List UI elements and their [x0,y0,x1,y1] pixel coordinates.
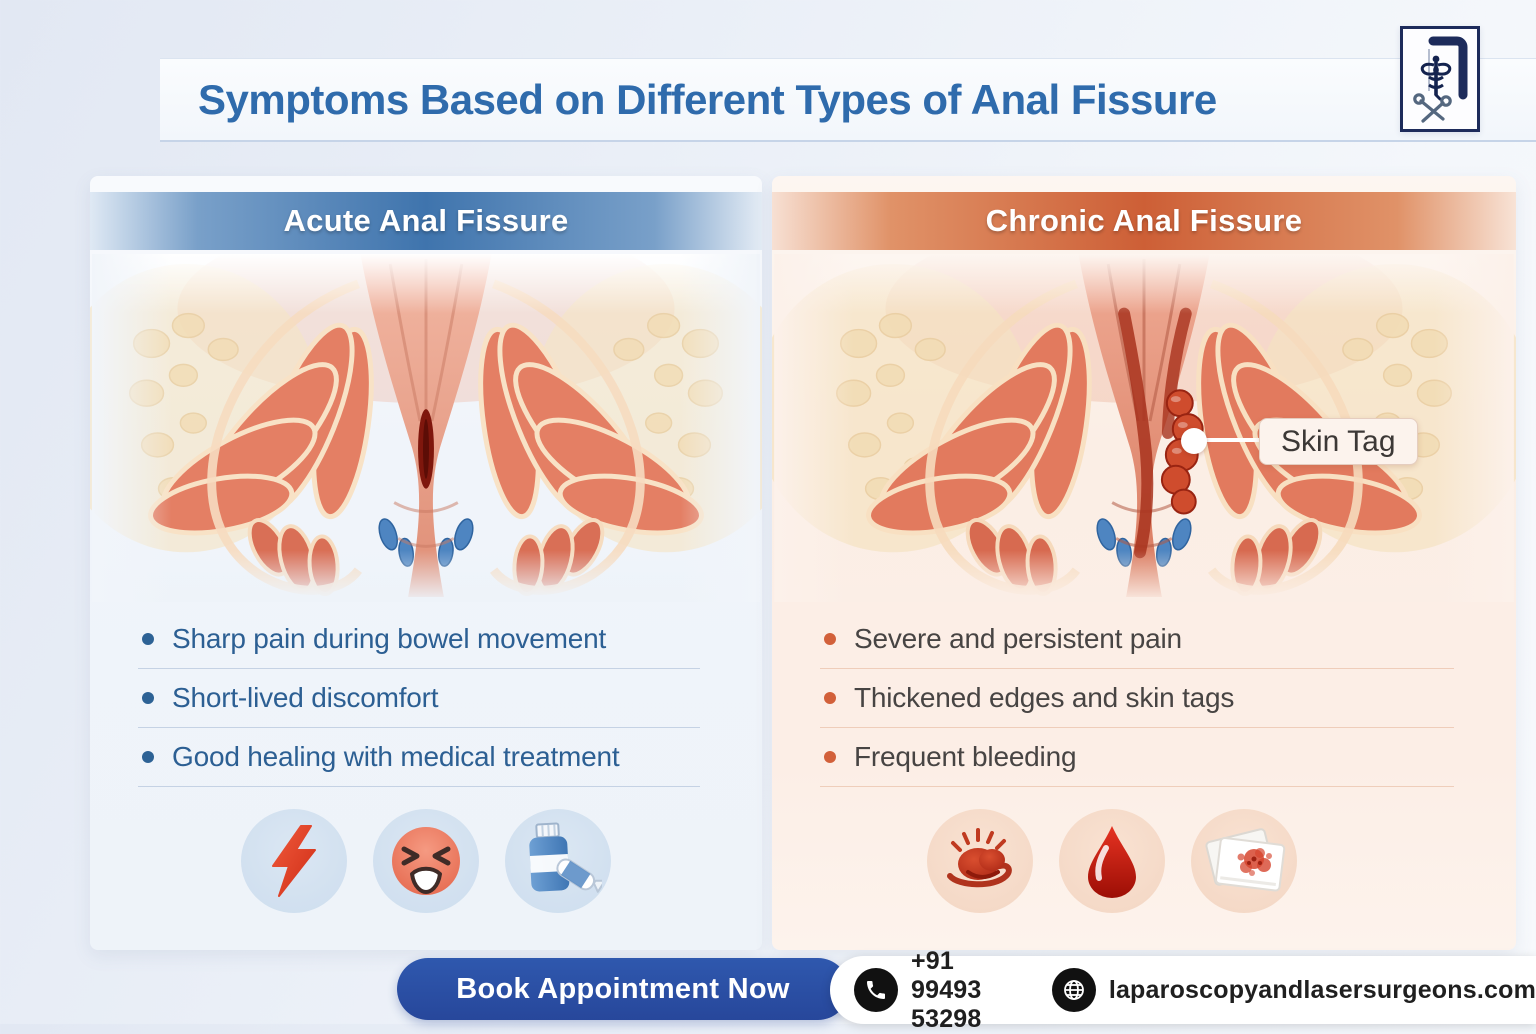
phone-icon [854,968,898,1012]
chronic-bullet-3: Frequent bleeding [854,741,1077,772]
bullet-dot-icon [142,751,154,763]
chronic-panel: Chronic Anal Fissure [772,176,1516,950]
chronic-anal-fissure-illustration [772,254,1516,602]
pained-face-icon [392,827,460,895]
acute-anal-fissure-illustration [90,254,762,602]
contact-strip: +91 99493 53298 laparoscopyandlasersurge… [830,947,1536,1033]
globe-icon [1051,968,1096,1012]
list-item: Severe and persistent pain [820,610,1454,669]
book-appointment-button[interactable]: Book Appointment Now [397,958,849,1020]
bloody-tissue-icon [1205,828,1286,892]
chronic-symptom-list: Severe and persistent pain Thickened edg… [820,610,1454,787]
caduceus-surgical-logo-icon [1413,36,1468,123]
lightning-bolt-badge [241,809,347,913]
acute-panel: Acute Anal Fissure [90,176,762,950]
bullet-dot-icon [824,751,836,763]
chronic-panel-title: Chronic Anal Fissure [985,203,1303,238]
throbbing-swelling-badge [927,809,1033,913]
medicine-badge [505,809,611,913]
list-item: Short-lived discomfort [138,669,700,728]
bloody-tissue-badge [1191,809,1297,913]
skin-tag-connector-line [1204,438,1261,442]
skin-tag-label: Skin Tag [1259,418,1418,465]
blood-drop-icon [1088,826,1136,898]
bullet-dot-icon [142,633,154,645]
chronic-icon-row [740,809,1484,913]
acute-bullet-2: Short-lived discomfort [172,682,439,713]
chronic-bullet-1: Severe and persistent pain [854,623,1182,654]
medicine-bottle-ointment-icon [529,822,602,893]
clinic-logo [1400,26,1480,132]
phone-number[interactable]: +91 99493 53298 [911,946,982,1033]
list-item: Frequent bleeding [820,728,1454,787]
chronic-bullet-2: Thickened edges and skin tags [854,682,1235,713]
list-item: Sharp pain during bowel movement [138,610,700,669]
acute-symptom-list: Sharp pain during bowel movement Short-l… [138,610,700,787]
pained-face-badge [373,809,479,913]
bullet-dot-icon [824,692,836,704]
chronic-banner: Chronic Anal Fissure [772,192,1516,250]
page-title: Symptoms Based on Different Types of Ana… [198,75,1217,123]
bullet-dot-icon [824,633,836,645]
website-url[interactable]: laparoscopyandlasersurgeons.com [1108,975,1536,1004]
acute-icon-row [90,809,762,913]
header-band: Symptoms Based on Different Types of Ana… [160,58,1536,142]
acute-bullet-3: Good healing with medical treatment [172,741,620,772]
list-item: Good healing with medical treatment [138,728,700,787]
acute-bullet-1: Sharp pain during bowel movement [172,623,607,654]
acute-panel-title: Acute Anal Fissure [283,203,569,238]
throbbing-swelling-icon [947,828,1012,888]
acute-banner: Acute Anal Fissure [90,192,762,250]
blood-drop-badge [1059,809,1165,913]
list-item: Thickened edges and skin tags [820,669,1454,728]
lightning-bolt-icon [272,825,316,897]
skin-tag-marker-dot [1181,428,1207,454]
bullet-dot-icon [142,692,154,704]
